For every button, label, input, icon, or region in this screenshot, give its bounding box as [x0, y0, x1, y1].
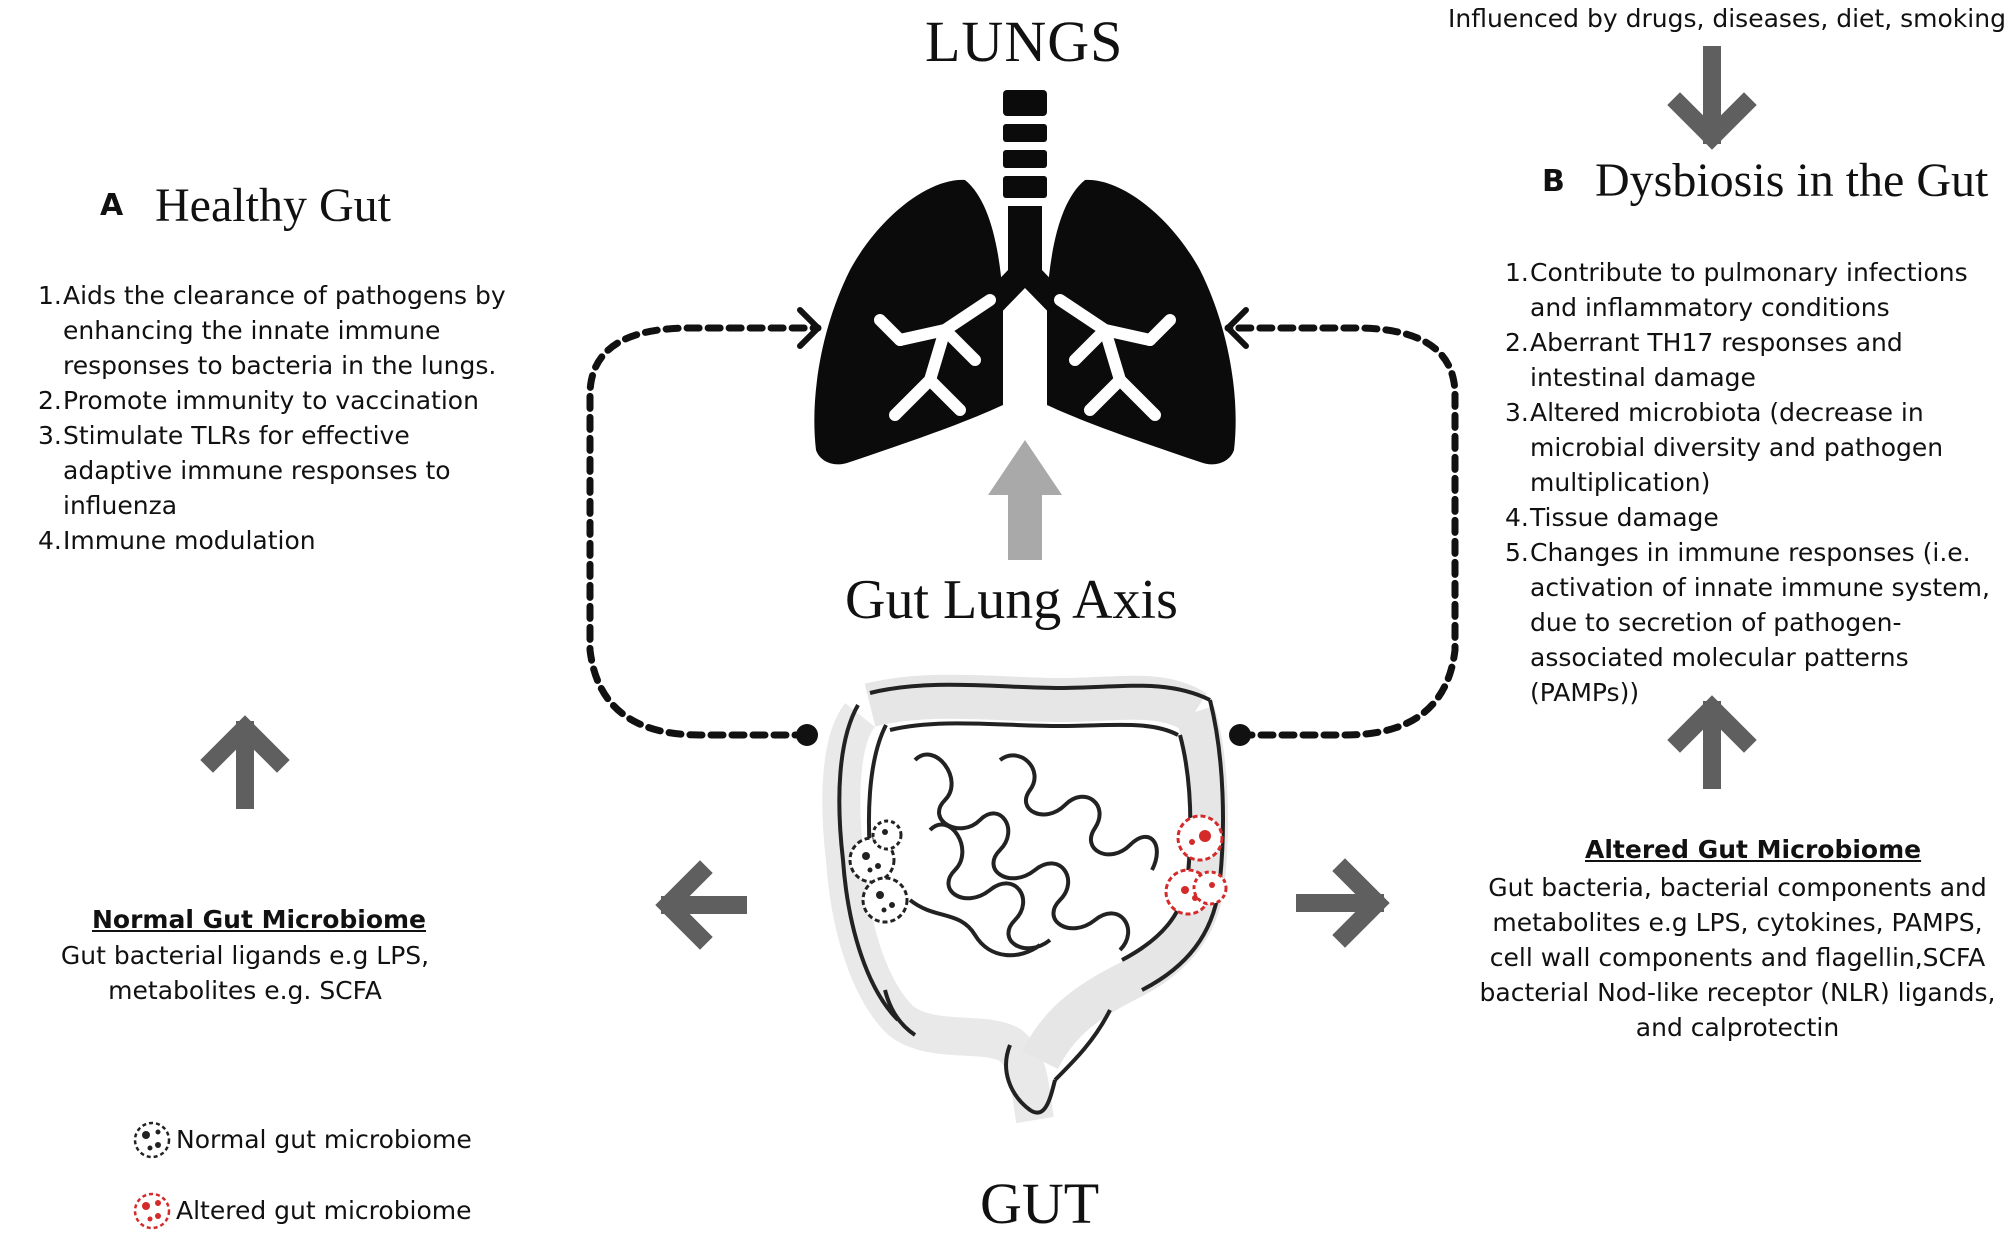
panel-a-list: 1.Aids the clearance of pathogens by enh…: [38, 278, 508, 558]
top-note: Influenced by drugs, diseases, diet, smo…: [1448, 4, 2006, 33]
gut-title: GUT: [980, 1171, 1100, 1236]
normal-microbiome-heading: Normal Gut Microbiome: [92, 905, 427, 934]
list-item: 5.Changes in immune responses (i.e. acti…: [1505, 538, 1990, 707]
list-item: 1.Contribute to pulmonary infections and…: [1505, 258, 1968, 322]
lungs-icon: [814, 90, 1236, 465]
panel-b-title: Dysbiosis in the Gut: [1595, 154, 1989, 207]
up-arrow-to-lungs: [988, 440, 1062, 560]
gut-lung-axis-label: Gut Lung Axis: [845, 569, 1178, 631]
panel-b-letter: B: [1542, 164, 1565, 199]
legend-altered-label: Altered gut microbiome: [176, 1196, 472, 1225]
intestine-icon: [822, 674, 1228, 1124]
list-item: 2.Aberrant TH17 responses and intestinal…: [1505, 328, 1903, 392]
legend-normal-icon: [133, 1121, 171, 1159]
legend-normal-label: Normal gut microbiome: [176, 1125, 472, 1154]
panel-a-letter: A: [100, 188, 124, 223]
list-item: 2.Promote immunity to vaccination: [38, 386, 479, 415]
right-dotted-loop: [1224, 324, 1459, 739]
list-item: 3.Stimulate TLRs for effective adaptive …: [38, 421, 451, 520]
list-item: 1.Aids the clearance of pathogens by enh…: [38, 281, 506, 380]
altered-microbiome-heading: Altered Gut Microbiome: [1585, 835, 1922, 864]
legend-altered-icon: [133, 1192, 171, 1230]
normal-microbiome-text: Gut bacterial ligands e.g LPS, metabolit…: [60, 941, 430, 1005]
lungs-title: LUNGS: [925, 9, 1124, 74]
list-item: 3.Altered microbiota (decrease in microb…: [1505, 398, 1944, 497]
list-item: 4.Immune modulation: [38, 526, 316, 555]
panel-b-list: 1.Contribute to pulmonary infections and…: [1505, 255, 2005, 710]
panel-a-title: Healthy Gut: [155, 179, 391, 232]
list-item: 4.Tissue damage: [1505, 503, 1719, 532]
left-dotted-loop: [586, 324, 822, 739]
microbe-icon: [848, 814, 1228, 924]
altered-microbiome-text: Gut bacteria, bacterial components and m…: [1479, 873, 1996, 1042]
